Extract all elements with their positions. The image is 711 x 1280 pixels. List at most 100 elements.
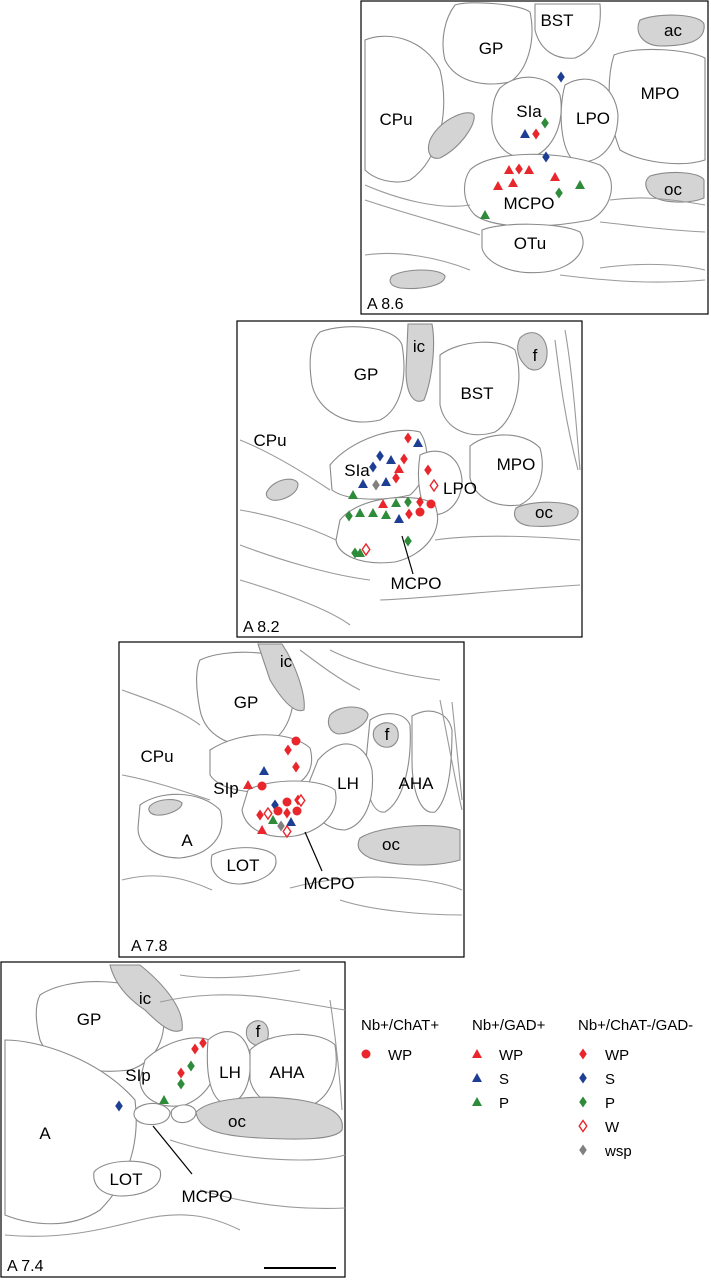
legend-item-label: wsp bbox=[604, 1143, 632, 1160]
label-a: A bbox=[181, 831, 193, 850]
label-lot: LOT bbox=[226, 856, 259, 875]
label-sia: SIa bbox=[516, 102, 542, 121]
legend-group-title: Nb+/ChAT-/GAD- bbox=[578, 1017, 693, 1034]
label-bst: BST bbox=[540, 11, 573, 30]
marker-circle-red bbox=[292, 806, 302, 816]
label-lh: LH bbox=[337, 774, 359, 793]
label-oc: oc bbox=[664, 180, 682, 199]
legend-item-label: S bbox=[499, 1071, 509, 1088]
legend-group-gad: Nb+/GAD+ WP S P bbox=[472, 1017, 546, 1112]
label-f: f bbox=[256, 1022, 261, 1041]
legend-item-label: P bbox=[499, 1095, 509, 1112]
marker-open-diamond bbox=[296, 793, 306, 808]
legend-group-chat-gad-negative: Nb+/ChAT-/GAD- WP S P W wsp bbox=[578, 1017, 693, 1160]
legend-item-label: W bbox=[605, 1119, 620, 1136]
section-label: A 8.2 bbox=[243, 619, 280, 636]
panel-a86-labels: BST ac GP MPO CPu SIa LPO MCPO oc OTu A … bbox=[367, 11, 682, 313]
legend-item-label: P bbox=[605, 1095, 615, 1112]
label-ic: ic bbox=[139, 989, 152, 1008]
label-gp: GP bbox=[479, 39, 504, 58]
label-otu: OTu bbox=[514, 234, 546, 253]
label-oc: oc bbox=[228, 1112, 246, 1131]
legend-symbol-circle-red bbox=[361, 1049, 371, 1059]
legend-symbol-triangle-red bbox=[472, 1049, 482, 1058]
legend-symbol-diamond-blue bbox=[579, 1072, 587, 1084]
legend-symbol-diamond-red bbox=[579, 1048, 587, 1060]
label-gp: GP bbox=[77, 1010, 102, 1029]
label-lpo: LPO bbox=[443, 479, 477, 498]
label-lot: LOT bbox=[109, 1170, 142, 1189]
panel-a78-regions bbox=[121, 643, 463, 916]
label-sip: SIp bbox=[125, 1066, 151, 1085]
marker-circle-red bbox=[273, 806, 283, 816]
legend-group-title: Nb+/ChAT+ bbox=[361, 1017, 439, 1034]
panel-a78-markers bbox=[243, 736, 306, 839]
label-mpo: MPO bbox=[641, 84, 680, 103]
label-cpu: CPu bbox=[379, 110, 412, 129]
label-ic: ic bbox=[280, 652, 293, 671]
marker-circle-red bbox=[282, 797, 292, 807]
label-mpo: MPO bbox=[497, 455, 536, 474]
panel-a82-labels: ic f GP BST CPu MPO SIa LPO oc MCPO A 8.… bbox=[243, 337, 553, 636]
panel-a86-regions bbox=[364, 2, 706, 290]
label-ic: ic bbox=[413, 337, 426, 356]
legend: Nb+/ChAT+ WP Nb+/GAD+ WP S P Nb+/ChAT-/G… bbox=[361, 1017, 693, 1160]
section-label: A 8.6 bbox=[367, 296, 404, 313]
label-cpu: CPu bbox=[253, 431, 286, 450]
legend-item-label: WP bbox=[605, 1047, 629, 1064]
label-mcpo: MCPO bbox=[504, 194, 555, 213]
marker-circle-red bbox=[415, 507, 425, 517]
label-a: A bbox=[39, 1124, 51, 1143]
label-cpu: CPu bbox=[140, 747, 173, 766]
panel-a74: ic GP f SIp LH AHA A oc LOT MCPO A 7.4 bbox=[0, 961, 346, 1278]
mcpo-leader-line bbox=[304, 831, 323, 872]
label-f: f bbox=[533, 346, 538, 365]
marker-circle-red bbox=[291, 736, 301, 746]
marker-open-diamond bbox=[282, 824, 292, 839]
label-gp: GP bbox=[234, 693, 259, 712]
legend-symbol-open-diamond bbox=[578, 1119, 588, 1133]
section-label: A 7.8 bbox=[131, 938, 168, 955]
label-gp: GP bbox=[354, 365, 379, 384]
panel-a86: BST ac GP MPO CPu SIa LPO MCPO oc OTu A … bbox=[360, 0, 709, 315]
legend-item-label: WP bbox=[388, 1047, 412, 1064]
label-bst: BST bbox=[460, 384, 493, 403]
panel-a78: ic GP f CPu LH AHA SIp A oc LOT MCPO A 7… bbox=[118, 641, 465, 958]
marker-circle-red bbox=[426, 499, 436, 509]
label-aha: AHA bbox=[399, 774, 435, 793]
label-f: f bbox=[385, 725, 390, 744]
label-lh: LH bbox=[219, 1063, 241, 1082]
label-ac: ac bbox=[664, 21, 682, 40]
mcpo-leader-line bbox=[152, 1125, 193, 1175]
legend-symbol-triangle-green bbox=[472, 1097, 482, 1106]
label-mcpo: MCPO bbox=[304, 874, 355, 893]
label-aha: AHA bbox=[270, 1063, 306, 1082]
label-sia: SIa bbox=[344, 461, 370, 480]
panel-a82-markers bbox=[345, 432, 439, 559]
marker-open-diamond bbox=[263, 806, 273, 821]
panel-a74-labels: ic GP f SIp LH AHA A oc LOT MCPO A 7.4 bbox=[7, 989, 336, 1275]
label-oc: oc bbox=[382, 835, 400, 854]
label-lpo: LPO bbox=[576, 109, 610, 128]
label-mcpo: MCPO bbox=[182, 1187, 233, 1206]
legend-item-label: S bbox=[605, 1071, 615, 1088]
legend-group-chat: Nb+/ChAT+ WP bbox=[361, 1017, 439, 1064]
legend-symbol-diamond-green bbox=[579, 1096, 587, 1108]
panel-a74-regions bbox=[4, 964, 346, 1237]
panel-a78-labels: ic GP f CPu LH AHA SIp A oc LOT MCPO A 7… bbox=[131, 652, 434, 955]
legend-symbol-diamond-gray bbox=[579, 1144, 587, 1156]
section-label: A 7.4 bbox=[7, 1258, 44, 1275]
marker-circle-red bbox=[257, 781, 267, 791]
label-oc: oc bbox=[535, 503, 553, 522]
legend-item-label: WP bbox=[499, 1047, 523, 1064]
marker-open-diamond bbox=[361, 542, 371, 557]
label-sip: SIp bbox=[213, 779, 239, 798]
panel-a82: ic f GP BST CPu MPO SIa LPO oc MCPO A 8.… bbox=[236, 320, 583, 638]
panel-a82-regions bbox=[239, 323, 581, 626]
marker-open-diamond bbox=[429, 478, 439, 493]
legend-symbol-triangle-blue bbox=[472, 1073, 482, 1082]
legend-group-title: Nb+/GAD+ bbox=[472, 1017, 546, 1034]
label-mcpo: MCPO bbox=[391, 574, 442, 593]
mcpo-leader-line bbox=[401, 535, 414, 575]
